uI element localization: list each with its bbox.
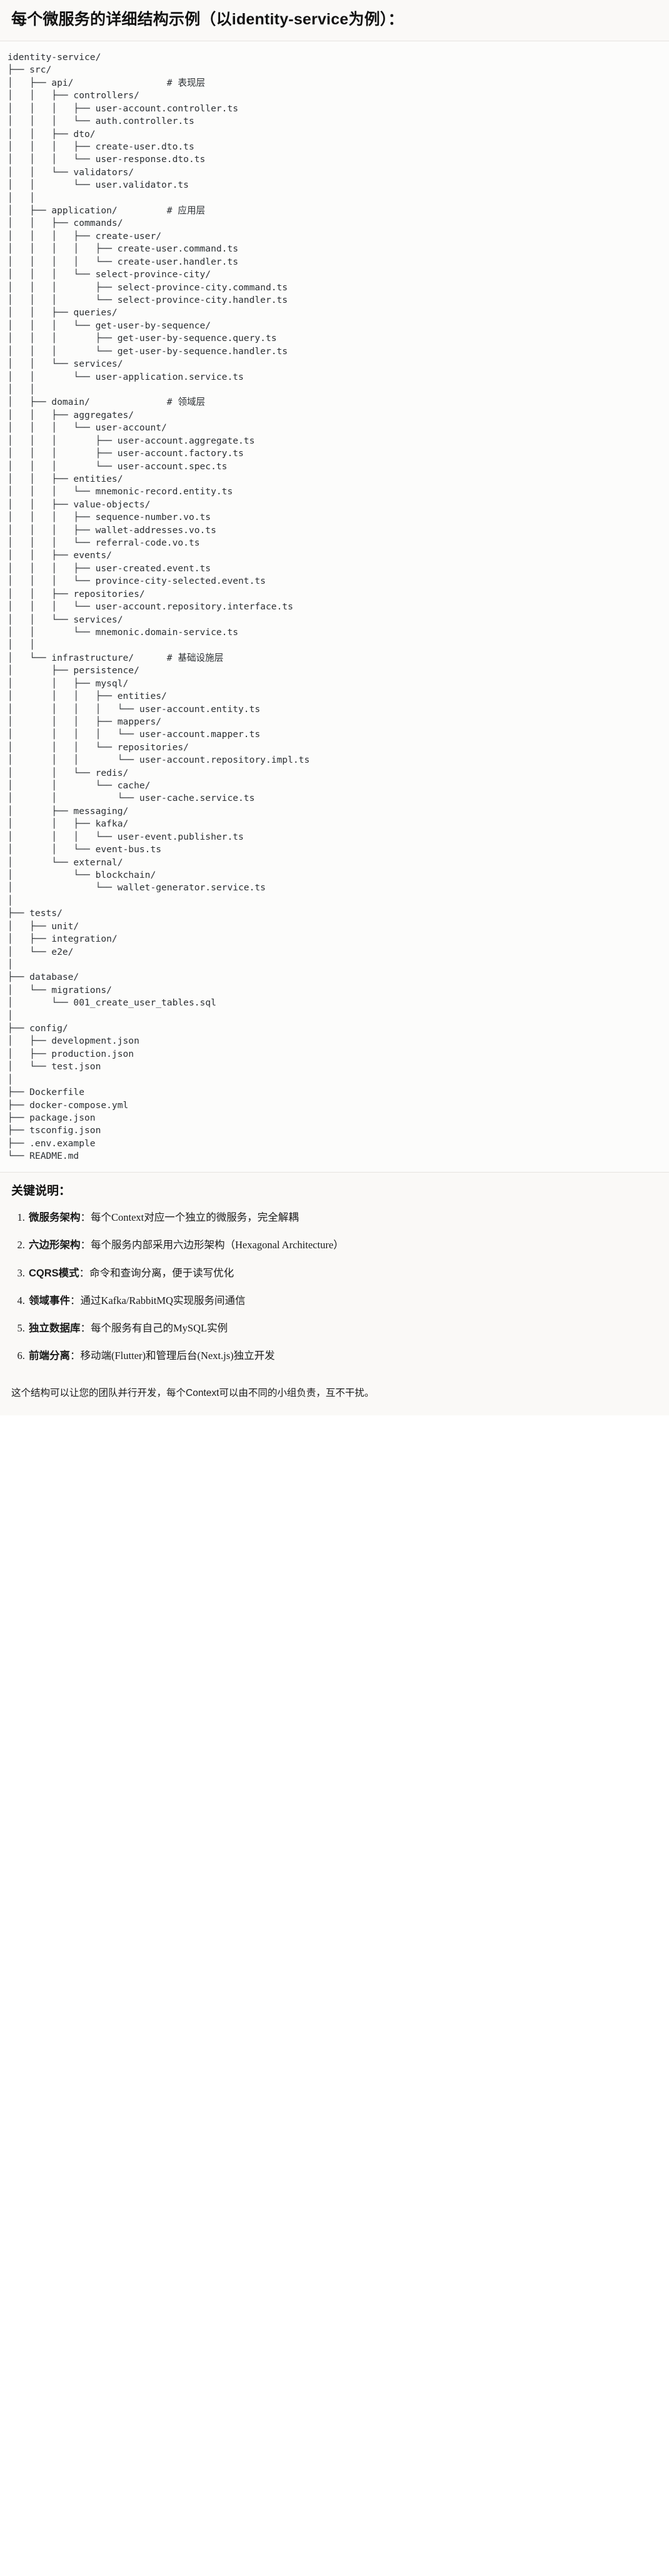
page-title: 每个微服务的详细结构示例（以identity-service为例）： [0,0,669,41]
key-note-separator: ： [80,1239,91,1251]
closing-paragraph: 这个结构可以让您的团队并行开发，每个Context可以由不同的小组负责，互不干扰… [0,1381,669,1415]
key-note-item: 微服务架构：每个Context对应一个独立的微服务，完全解耦 [28,1209,658,1226]
code-block-container: identity-service/ ├── src/ │ ├── api/ # … [0,41,669,1173]
key-note-separator: ： [70,1294,81,1306]
key-note-separator: ： [80,1211,91,1224]
key-note-item: 独立数据库：每个服务有自己的MySQL实例 [28,1320,658,1337]
key-notes-title: 关键说明： [11,1184,71,1198]
key-note-description: 移动端(Flutter)和管理后台(Next.js)独立开发 [80,1350,275,1362]
key-note-description: 每个Context对应一个独立的微服务，完全解耦 [91,1211,299,1224]
key-note-term: CQRS模式 [29,1267,79,1279]
key-note-item: 六边形架构：每个服务内部采用六边形架构（Hexagonal Architectu… [28,1236,658,1254]
key-note-description: 每个服务内部采用六边形架构（Hexagonal Architecture） [91,1239,344,1251]
key-note-term: 微服务架构 [29,1212,81,1224]
key-note-term: 前端分离 [29,1350,70,1362]
key-note-term: 六边形架构 [29,1240,81,1251]
key-note-description: 通过Kafka/RabbitMQ实现服务间通信 [80,1294,246,1306]
key-note-term: 独立数据库 [29,1323,81,1335]
document-page: 每个微服务的详细结构示例（以identity-service为例）： ident… [0,0,669,1415]
key-note-item: 前端分离：移动端(Flutter)和管理后台(Next.js)独立开发 [28,1347,658,1365]
key-note-item: 领域事件：通过Kafka/RabbitMQ实现服务间通信 [28,1292,658,1310]
directory-tree-code-block[interactable]: identity-service/ ├── src/ │ ├── api/ # … [8,52,310,1162]
key-note-separator: ： [70,1350,81,1362]
key-notes-list: 微服务架构：每个Context对应一个独立的微服务，完全解耦六边形架构：每个服务… [11,1209,658,1365]
key-note-description: 命令和查询分离，便于读写优化 [89,1266,234,1279]
key-note-description: 每个服务有自己的MySQL实例 [91,1322,228,1335]
key-notes-section: 关键说明： 微服务架构：每个Context对应一个独立的微服务，完全解耦六边形架… [0,1172,669,1382]
key-note-term: 领域事件 [29,1295,70,1306]
key-note-item: CQRS模式：命令和查询分离，便于读写优化 [28,1265,658,1282]
key-note-separator: ： [79,1266,90,1279]
key-note-separator: ： [80,1322,91,1335]
